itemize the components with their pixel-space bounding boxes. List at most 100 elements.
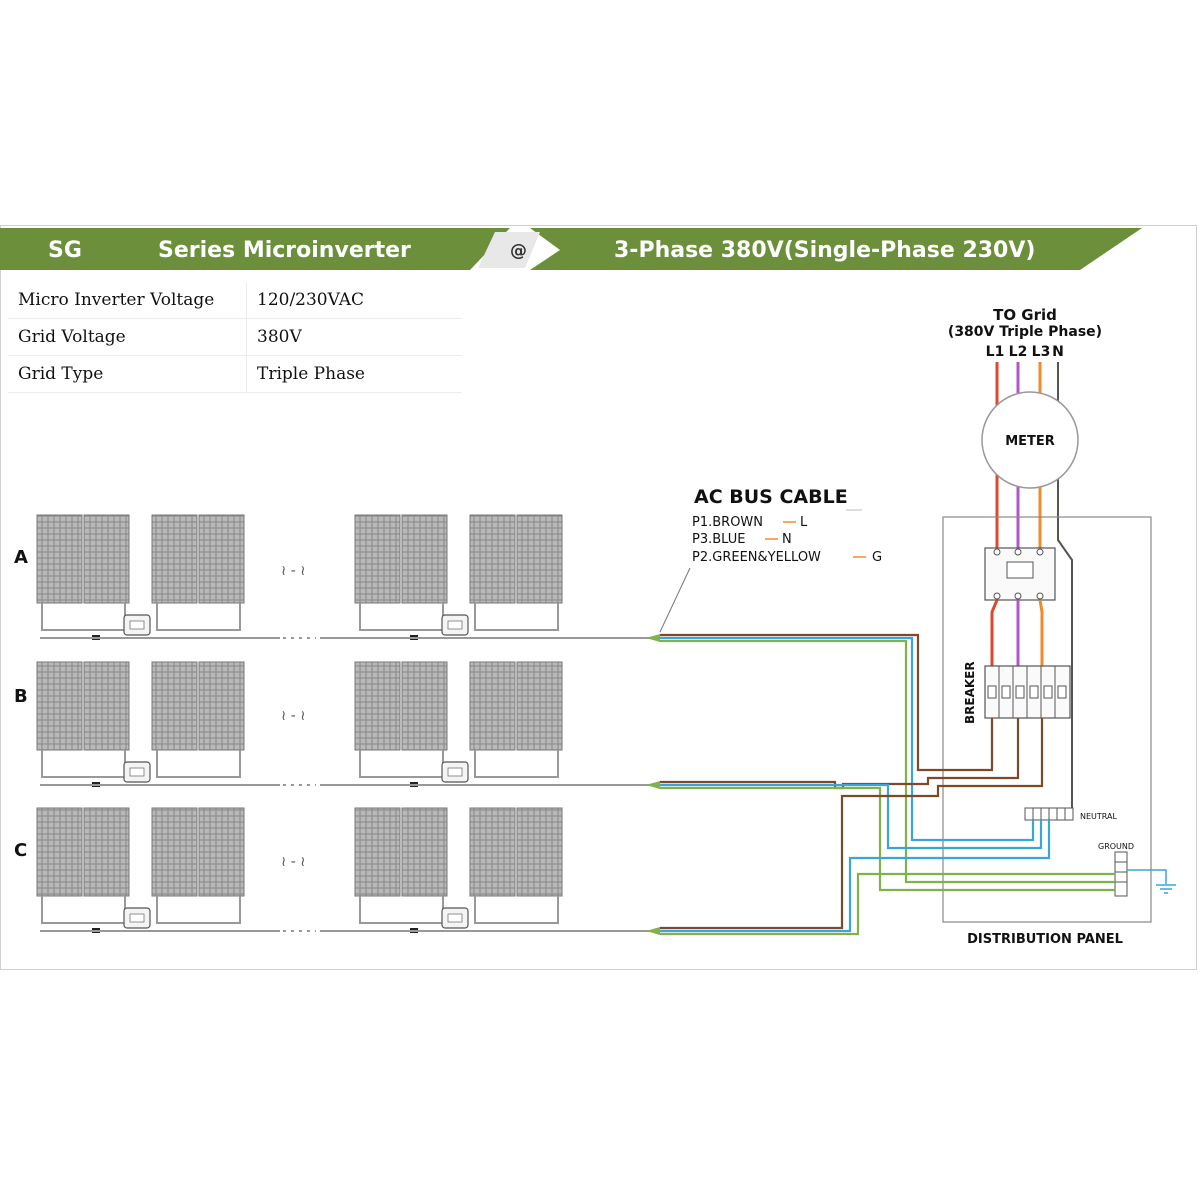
spec-label: Grid Type [8,355,247,393]
cable-p2-code: G [872,550,882,565]
solar-panel [354,514,401,604]
breaker-block [984,665,1071,719]
solar-panel [354,661,401,751]
ac-bus-conductor [660,633,994,772]
header-right-band [530,228,1142,270]
row-label-a: A [14,547,28,568]
header-left-band [0,228,510,270]
grid-line-l3: L3 [1032,344,1051,360]
solar-panel-rows [36,514,660,935]
cable-p1: P1.BROWN [692,515,763,530]
ac-bus-conductor [660,872,1115,936]
grid-line-l2: L2 [1009,344,1028,360]
cable-p2: P2.GREEN&YELLOW [692,550,821,565]
solar-panel [198,661,245,751]
header-at-symbol: @ [510,241,527,261]
meter-circle [981,391,1079,489]
grid-line-n: N [1052,344,1064,360]
solar-panel [469,514,516,604]
header-separator [478,232,540,268]
spec-value: 380V [246,318,462,356]
spec-row: Micro Inverter Voltage 120/230VAC [8,282,462,319]
grid-title: TO Grid [993,306,1057,324]
solar-panel [401,514,448,604]
panel-group [354,661,563,787]
spec-value: Triple Phase [246,355,462,393]
solar-panel [516,807,563,897]
row-label-c: C [14,840,27,861]
solar-panel [151,661,198,751]
panel-row [36,514,660,642]
header-banner: SG Series Microinverter @ 3-Phase 380V(S… [0,228,1142,270]
row-a-ellipsis: ≀ - ≀ [281,563,305,579]
cable-end [646,781,660,789]
cable-p3: P3.BLUE [692,532,746,547]
cable-p1-code: L [800,515,808,530]
solar-panel [36,661,83,751]
spec-label: Micro Inverter Voltage [8,282,247,319]
panel-group [36,807,245,933]
panel-row [36,807,660,935]
ac-bus-cable-legend: AC BUS CABLE P1.BROWN L P3.BLUE N P2.GRE… [659,486,882,633]
header-phase: 3-Phase 380V(Single-Phase 230V) [614,238,1035,263]
ac-bus-conductor [660,718,1044,930]
grid-subtitle: (380V Triple Phase) [948,324,1102,340]
cable-end [646,634,660,642]
spec-value: 120/230VAC [246,282,462,319]
solar-panel [151,807,198,897]
solar-panel [36,807,83,897]
panel-row [36,661,660,789]
spec-table: Micro Inverter Voltage 120/230VAC Grid V… [8,282,462,393]
panel-group [354,807,563,933]
breaker-label: BREAKER [963,661,977,724]
spec-row: Grid Type Triple Phase [8,355,462,393]
cable-end [646,927,660,935]
solar-panel [198,514,245,604]
solar-panel [516,514,563,604]
solar-panel [83,661,130,751]
solar-panel [354,807,401,897]
ac-bus-conductor [660,786,1115,892]
solar-panel [83,807,130,897]
solar-panel [469,807,516,897]
ac-bus-conductor [660,718,1020,790]
distribution-panel: BREAKER NEUTRAL GROUND DISTRIBUTION PANE… [942,516,1176,947]
grid-line-l1: L1 [986,344,1005,360]
solar-panel [198,807,245,897]
spec-row: Grid Voltage 380V [8,318,462,356]
ac-bus-conductor [660,783,1043,850]
solar-panel [401,661,448,751]
cable-callout-line [659,567,691,633]
ground-lead [1127,869,1167,884]
header-brand: SG [48,238,82,263]
ac-bus-wires [660,633,1115,936]
ac-bus-conductor [660,820,1051,933]
solar-panel [469,661,516,751]
solar-panel [83,514,130,604]
cable-p3-code: N [782,532,792,547]
panel-group [36,514,245,640]
row-c-ellipsis: ≀ - ≀ [281,854,305,870]
distribution-panel-label: DISTRIBUTION PANEL [967,932,1123,947]
ground-label: GROUND [1098,842,1134,851]
meter-label: METER [1005,434,1055,449]
ground-bar [1114,851,1128,897]
solar-panel [151,514,198,604]
row-label-b: B [14,686,28,707]
panel-group [36,661,245,787]
solar-panel [36,514,83,604]
panel-group [354,514,563,640]
ac-bus-conductor [660,639,1115,884]
grid-section: TO Grid (380V Triple Phase) L1 L2 L3 N M… [948,306,1102,812]
ground-symbol-icon [1156,884,1176,894]
ac-bus-cable-title: AC BUS CABLE [694,486,848,508]
ac-bus-conductor [660,636,1035,842]
contactor-window [1006,561,1034,579]
solar-panel [401,807,448,897]
solar-panel [516,661,563,751]
row-b-ellipsis: ≀ - ≀ [281,708,305,724]
panel-box [942,516,1152,923]
header-series: Series Microinverter [158,238,411,263]
spec-label: Grid Voltage [8,318,247,356]
